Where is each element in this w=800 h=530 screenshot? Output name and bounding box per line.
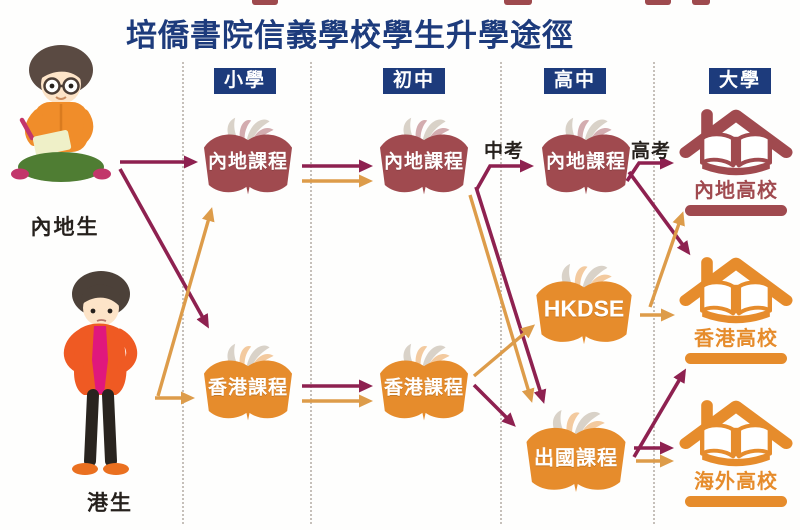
course-label: 內地課程: [207, 151, 288, 173]
university-hongkong: 香港高校: [678, 252, 794, 364]
course-abroad-senior: 出國課程: [522, 406, 630, 498]
exam-label-zhongkao: 中考: [484, 141, 525, 162]
university-overseas: 海外高校: [678, 395, 794, 507]
course-hk-primary: 香港課程: [200, 340, 296, 426]
arrow-zhongkao-mainland-junior-to-senior: [475, 159, 534, 190]
column-separator: [182, 62, 184, 524]
house-book-icon: [678, 252, 794, 328]
university-underline: [685, 205, 787, 216]
university-underline: [685, 353, 787, 364]
course-label: 香港課程: [383, 377, 464, 399]
stage-header-junior: 初中: [383, 68, 446, 94]
university-label: 香港高校: [694, 328, 778, 350]
course-label: HKDSE: [543, 295, 625, 322]
mainland-student-illustration: [11, 45, 111, 182]
top-edge-crop-mark: [252, 0, 278, 5]
top-edge-crop-mark: [692, 0, 710, 5]
column-separator: [653, 62, 655, 524]
stage-header-university: 大學: [709, 68, 772, 94]
stage-header-senior: 高中: [544, 68, 607, 94]
arrow-abroad-to-hk-uni: [632, 368, 687, 458]
university-mainland: 內地高校: [678, 104, 794, 216]
university-underline: [685, 496, 787, 507]
course-hkdse: HKDSE: [532, 260, 636, 350]
course-mainland-senior: 內地課程: [538, 114, 634, 200]
page-title: 培僑書院信義學校學生升學途徑: [126, 18, 574, 53]
course-hk-junior: 香港課程: [376, 340, 472, 426]
hk-student-label: 港生: [87, 492, 133, 515]
column-separator: [500, 62, 502, 524]
house-book-icon: [678, 395, 794, 471]
exam-label-gaokao: 高考: [631, 141, 672, 162]
hk-student-illustration: [63, 271, 138, 475]
mainland-student-label: 內地生: [30, 216, 100, 239]
arrow-hk-junior-to-abroad: [472, 383, 516, 427]
university-label: 海外高校: [694, 471, 778, 493]
arrow-hk-junior-to-hkdse: [472, 324, 536, 378]
course-label: 內地課程: [545, 151, 626, 173]
column-separator: [310, 62, 312, 524]
stage-header-primary: 小學: [214, 68, 277, 94]
house-book-icon: [678, 104, 794, 180]
top-edge-crop-mark: [645, 0, 671, 5]
arrow-mainland-student-to-hk-primary: [118, 168, 209, 329]
course-label: 出國課程: [534, 447, 618, 470]
course-label: 內地課程: [383, 151, 464, 173]
top-edge-crop-mark: [504, 0, 532, 5]
course-label: 香港課程: [207, 377, 288, 399]
university-label: 內地高校: [694, 180, 778, 202]
course-mainland-primary: 內地課程: [200, 114, 296, 200]
course-mainland-junior: 內地課程: [376, 114, 472, 200]
